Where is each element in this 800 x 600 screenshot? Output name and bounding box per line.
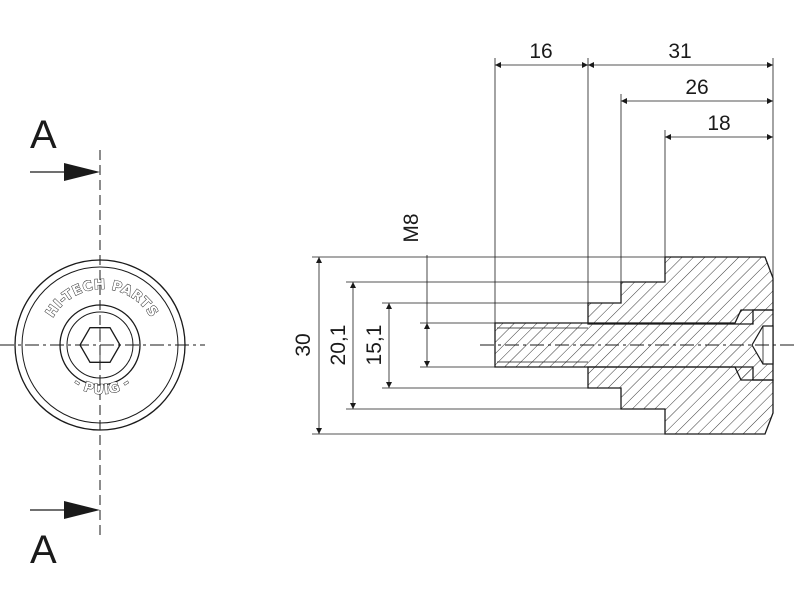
dim-30-label: 30 [292, 333, 315, 356]
dim-m8-label: M8 [400, 213, 423, 242]
bore-circle-outer [59, 304, 141, 386]
front-view: A A HI-TECH PARTS - PUIG - [0, 113, 205, 572]
outer-circle [14, 259, 186, 431]
section-label-bottom: A [30, 528, 57, 572]
dim-26-label: 26 [685, 76, 708, 99]
section-view: 16 31 26 18 30 20,1 15,1 M8 [292, 40, 795, 435]
dim-18-label: 18 [707, 112, 730, 135]
outer-circle-inner-edge [21, 266, 179, 424]
logo-text-top: HI-TECH PARTS [43, 277, 162, 321]
hex-socket-icon [79, 327, 121, 363]
bore-circle-inner [66, 311, 134, 379]
dim-31-label: 31 [668, 40, 691, 63]
section-label-top: A [30, 113, 57, 157]
section-arrow-bottom [30, 501, 100, 519]
dim-15-1-label: 15,1 [363, 325, 386, 366]
section-arrow-top [30, 163, 100, 181]
dim-16-label: 16 [529, 40, 552, 63]
dim-20-1-label: 20,1 [327, 325, 350, 366]
